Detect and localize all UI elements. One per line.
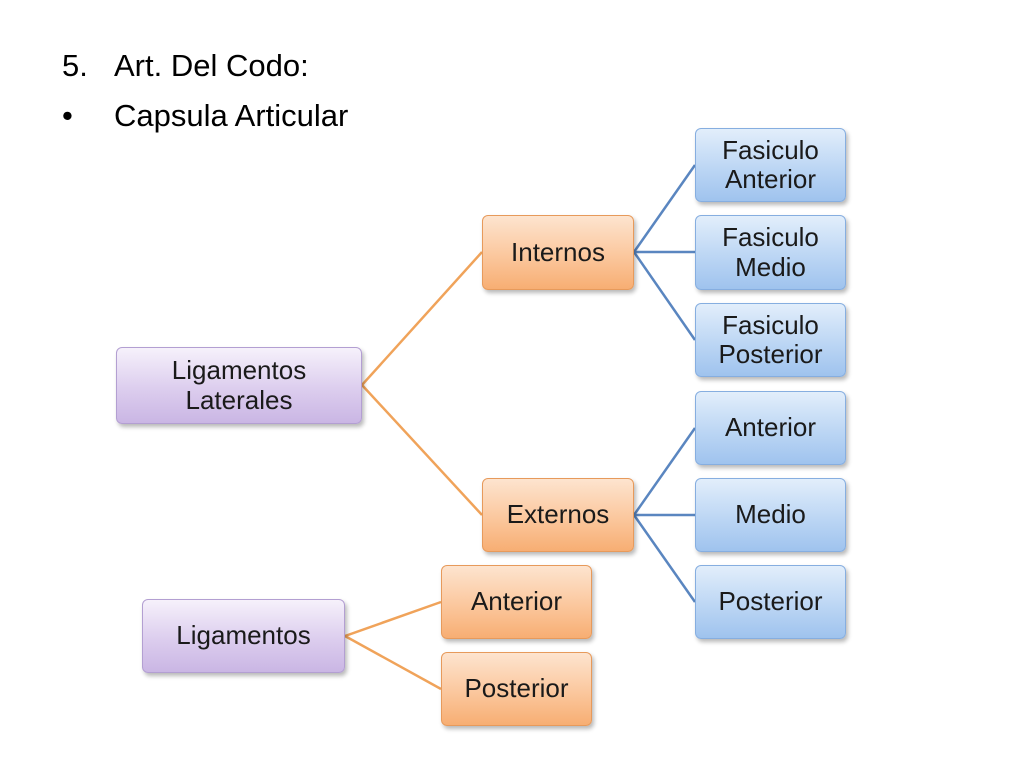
bullet-marker: • <box>62 98 73 133</box>
node-ligamentos-posterior: Posterior <box>441 652 592 726</box>
node-label: Fasiculo Medio <box>722 222 819 282</box>
list-number: 5. <box>62 48 88 83</box>
connector-laterales-internos <box>361 251 483 386</box>
node-label: Posterior <box>718 586 823 617</box>
node-externo-posterior: Posterior <box>695 565 846 639</box>
connector-laterales-externos <box>361 384 483 516</box>
node-externo-medio: Medio <box>695 478 846 552</box>
node-fasiculo-medio: Fasiculo Medio <box>695 215 846 290</box>
node-label: Anterior <box>470 586 563 617</box>
node-label: Externos <box>506 499 610 530</box>
connector-externos-posterior <box>632 514 697 603</box>
node-label: Medio <box>735 499 806 530</box>
node-externo-anterior: Anterior <box>695 391 846 465</box>
node-ligamentos: Ligamentos <box>142 599 345 673</box>
node-label: Ligamentos Laterales <box>171 355 307 415</box>
node-fasiculo-anterior: Fasiculo Anterior <box>695 128 846 202</box>
slide-title-line: 5. Art. Del Codo: <box>62 48 309 84</box>
node-label: Fasiculo Anterior <box>722 134 819 194</box>
connector-ligamentos-anterior <box>344 600 442 638</box>
node-ligamentos-laterales: Ligamentos Laterales <box>116 347 362 424</box>
node-fasiculo-posterior: Fasiculo Posterior <box>695 303 846 377</box>
slide-subtitle: Capsula Articular <box>114 98 349 133</box>
slide-title: Art. Del Codo: <box>114 48 309 83</box>
node-label: Posterior <box>464 673 569 704</box>
slide-bullet-line: • Capsula Articular <box>62 98 348 134</box>
connector-ligamentos-posterior <box>344 634 442 691</box>
connector-internos-fasiculo-anterior <box>632 164 697 253</box>
node-ligamentos-anterior: Anterior <box>441 565 592 639</box>
node-internos: Internos <box>482 215 634 290</box>
node-label: Fasiculo Posterior <box>718 309 823 369</box>
node-label: Ligamentos <box>176 620 311 651</box>
node-label: Internos <box>511 236 605 267</box>
connector-internos-fasiculo-posterior <box>632 251 697 341</box>
node-externos: Externos <box>482 478 634 552</box>
node-label: Anterior <box>724 412 817 443</box>
connector-externos-anterior <box>632 427 697 516</box>
